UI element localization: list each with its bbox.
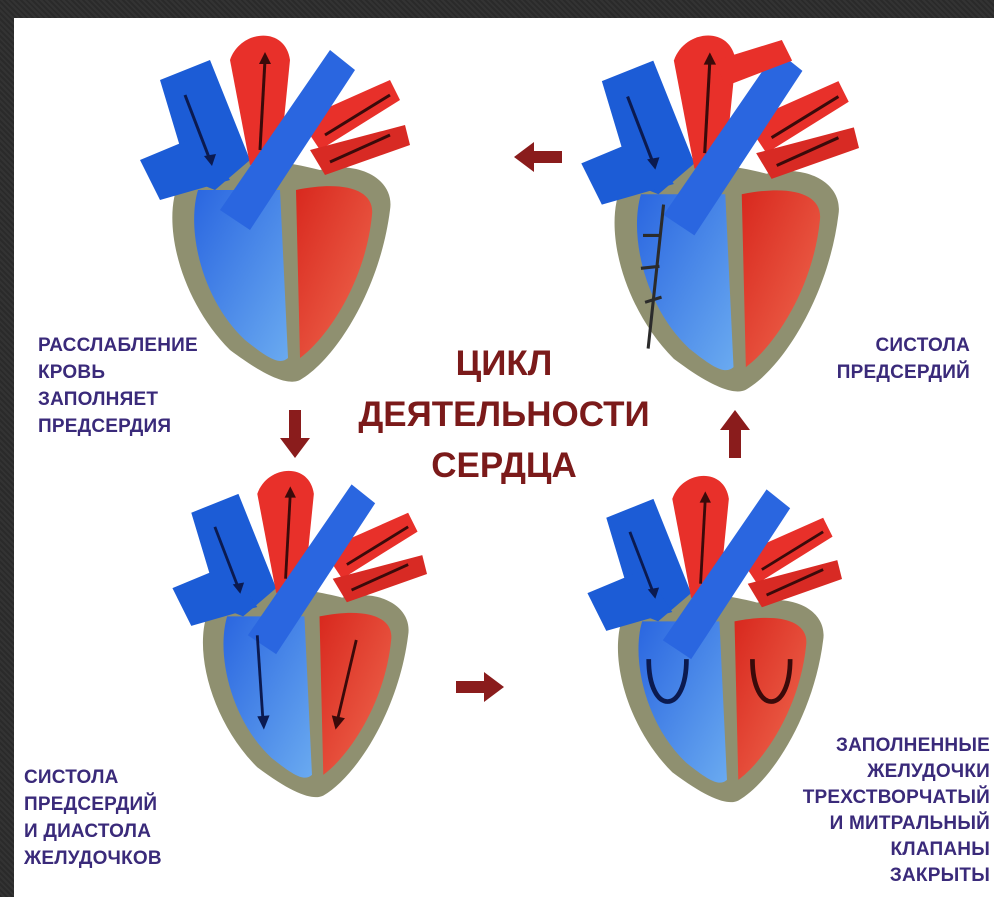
flow-arrow-down-icon [280,410,310,458]
diagram-title: ЦИКЛ ДЕЯТЕЛЬНОСТИ СЕРДЦА [334,338,674,491]
flow-arrow-right-icon [456,672,504,702]
stage-label-atrial-systole-ventricular-diastole: СИСТОЛА ПРЕДСЕРДИЙ И ДИАСТОЛА ЖЕЛУДОЧКОВ [24,764,162,872]
stage-label-ventricles-filled: ЗАПОЛНЕННЫЕ ЖЕЛУДОЧКИ ТРЕХСТВОРЧАТЫЙ И М… [760,733,990,889]
flow-arrow-left-icon [514,142,562,172]
flow-arrow-up-icon [720,410,750,458]
stage-label-atrial-systole: СИСТОЛА ПРЕДСЕРДИЙ [740,332,970,386]
stage-label-relaxation: РАССЛАБЛЕНИЕ КРОВЬ ЗАПОЛНЯЕТ ПРЕДСЕРДИЯ [38,332,198,440]
heart-diagram-ventricular-diastole [150,475,440,805]
